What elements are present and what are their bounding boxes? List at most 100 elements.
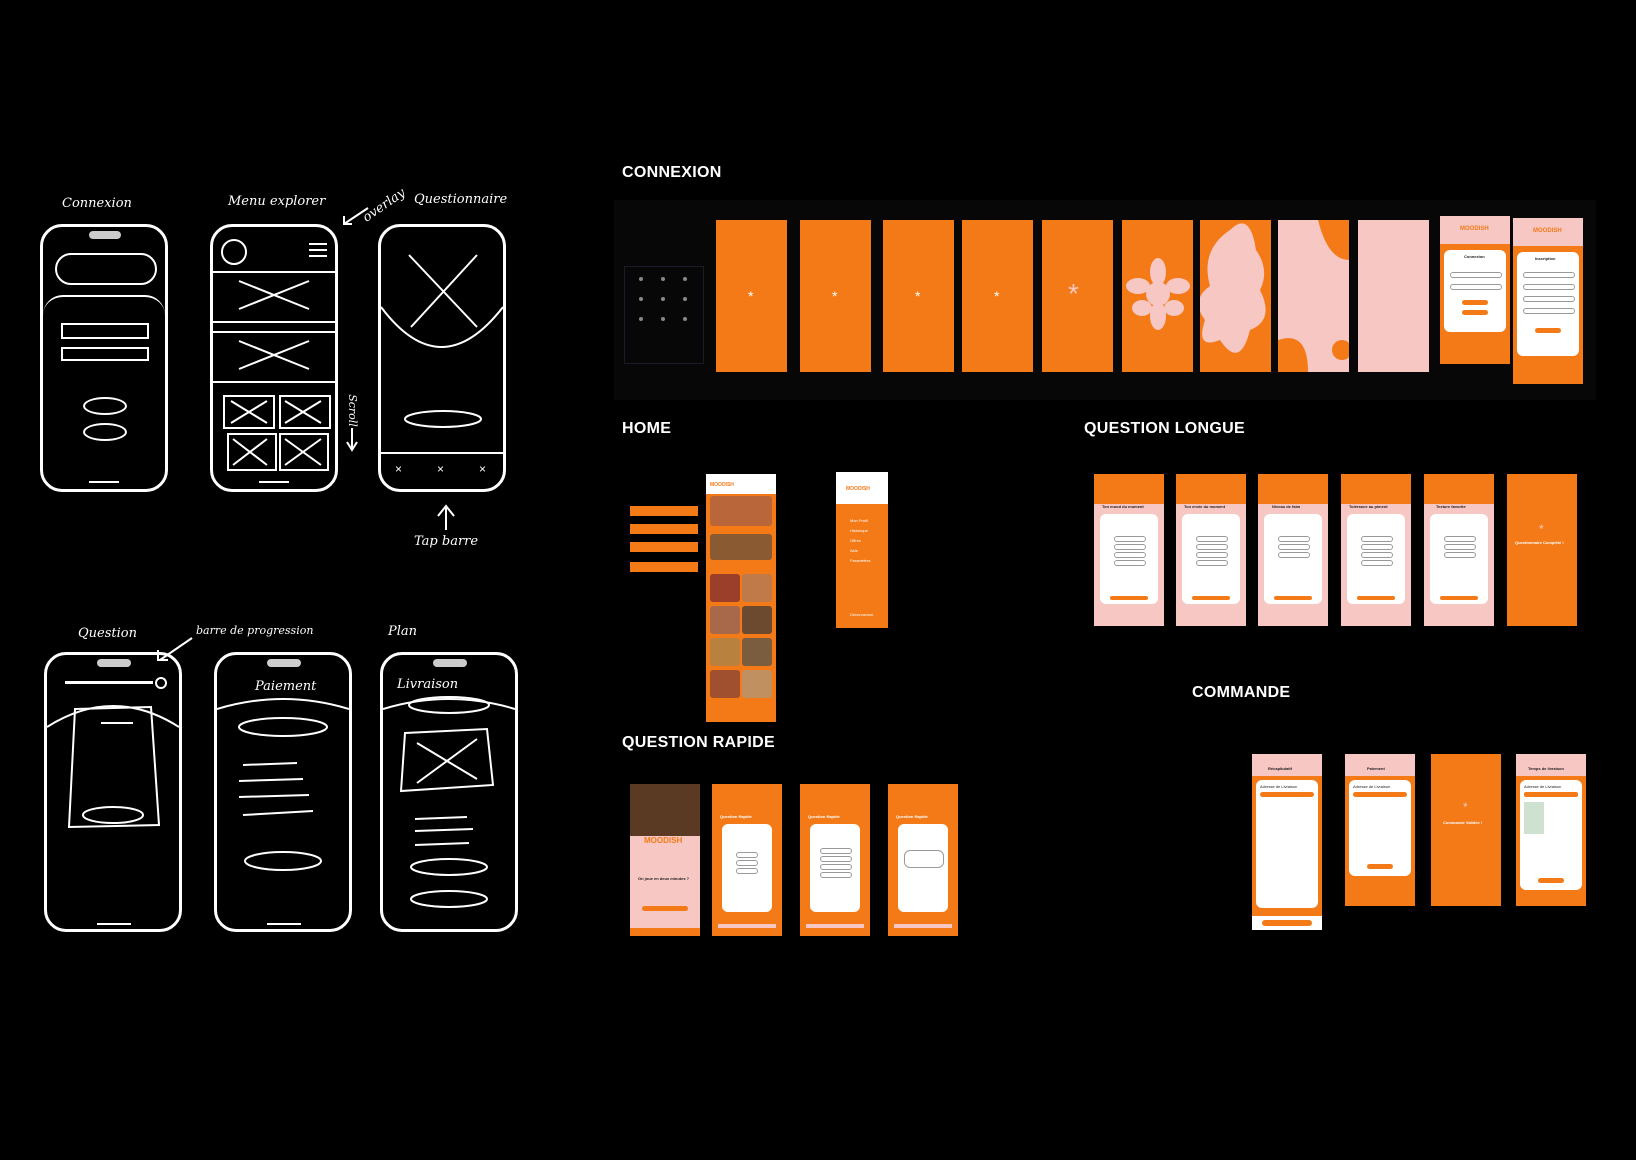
food-tile-4[interactable] <box>742 606 772 634</box>
ql-option[interactable] <box>1361 552 1393 558</box>
ql-option[interactable] <box>1444 536 1476 542</box>
qr-intro-title: On joue en deux minutes ? <box>638 876 690 881</box>
ql-title-2: Ton envie du moment <box>1184 504 1226 509</box>
qr-option[interactable] <box>736 852 758 858</box>
menu-item-historique[interactable]: Historique <box>850 528 869 533</box>
ql-option[interactable] <box>1278 536 1310 542</box>
signup-button[interactable] <box>1535 328 1561 333</box>
ql-option[interactable] <box>1278 544 1310 550</box>
ql-screen-1: Ton mood du moment <box>1094 474 1164 626</box>
ql-option[interactable] <box>1196 544 1228 550</box>
ql-option[interactable] <box>1196 552 1228 558</box>
qr-option[interactable] <box>820 872 852 878</box>
signup-phone-field[interactable] <box>1523 296 1575 302</box>
splash-screen-9 <box>1358 220 1429 372</box>
menu-item-aide[interactable]: Aide <box>850 548 859 553</box>
qr-title-1: Question Rapide <box>720 814 752 819</box>
sketch-label-menu-explorer: Menu explorer <box>228 194 326 209</box>
menu-item-profil[interactable]: Mon Profil <box>850 518 869 523</box>
signup-link-button[interactable] <box>1462 310 1488 315</box>
overlay-arrow-icon <box>343 207 369 225</box>
sketch-phone-question <box>44 652 182 932</box>
paiement-screen: Paiement Adresse de Livraison <box>1345 754 1415 906</box>
qr-text-input[interactable] <box>904 850 944 868</box>
ql-option[interactable] <box>1114 544 1146 550</box>
paiement-address-label: Adresse de Livraison <box>1353 784 1391 789</box>
ql-next-button[interactable] <box>1110 596 1148 600</box>
sketch-label-plan: Plan <box>388 624 418 639</box>
ql-option[interactable] <box>1444 552 1476 558</box>
food-tile-3[interactable] <box>710 606 740 634</box>
qr-option[interactable] <box>736 868 758 874</box>
ql-next-button[interactable] <box>1440 596 1478 600</box>
qr-title-2: Question Rapide <box>808 814 840 819</box>
qr-start-button[interactable] <box>642 906 688 911</box>
ql-next-button[interactable] <box>1357 596 1395 600</box>
menu-logout[interactable]: Déconnexion <box>850 612 874 617</box>
food-tile-7[interactable] <box>710 670 740 698</box>
menu-item-offres[interactable]: Offres <box>850 538 861 543</box>
ql-option[interactable] <box>1196 536 1228 542</box>
ql-next-button[interactable] <box>1192 596 1230 600</box>
login-button[interactable] <box>1462 300 1488 305</box>
food-banner-1[interactable] <box>710 496 772 526</box>
food-banner-2[interactable] <box>710 534 772 560</box>
paiement-address-button[interactable] <box>1353 792 1407 797</box>
splash-screen-2: * <box>800 220 871 372</box>
food-tile-2[interactable] <box>742 574 772 602</box>
ql-option[interactable] <box>1114 552 1146 558</box>
qr-option[interactable] <box>820 864 852 870</box>
ql-option[interactable] <box>1444 544 1476 550</box>
ql-next-button[interactable] <box>1274 596 1312 600</box>
food-tile-5[interactable] <box>710 638 740 666</box>
section-title-connexion: CONNEXION <box>622 164 722 181</box>
scroll-arrow-icon <box>346 428 358 452</box>
sketch-phone-connexion <box>40 224 168 492</box>
ql-option[interactable] <box>1196 560 1228 566</box>
ql-screen-4: Tolérance au piment <box>1341 474 1411 626</box>
ql-title-5: Texture favorite <box>1436 504 1466 509</box>
ql-option[interactable] <box>1114 536 1146 542</box>
home-tab-bar[interactable] <box>706 714 776 722</box>
signup-email-field[interactable] <box>1523 284 1575 290</box>
qr-tab-bar[interactable] <box>630 928 700 936</box>
login-password-field[interactable] <box>1450 284 1502 290</box>
recap-order-button[interactable] <box>1262 920 1312 926</box>
qr-option[interactable] <box>736 860 758 866</box>
qr-option[interactable] <box>820 848 852 854</box>
ql-screen-3: Niveau de faim <box>1258 474 1328 626</box>
home-side-menu: MOODISH Mon Profil Historique Offres Aid… <box>836 472 888 628</box>
ql-option[interactable] <box>1361 560 1393 566</box>
ql-complete-title: Questionnaire Complété ! <box>1515 540 1564 545</box>
food-tile-1[interactable] <box>710 574 740 602</box>
signup-screen: MOODISH Inscription <box>1513 218 1583 384</box>
svg-text:×: × <box>395 462 402 476</box>
section-title-question-longue: QUESTION LONGUE <box>1084 420 1245 437</box>
menu-item-parametres[interactable]: Paramètres <box>850 558 871 563</box>
ql-option[interactable] <box>1361 536 1393 542</box>
qr-option[interactable] <box>820 856 852 862</box>
recap-screen: Récapitulatif Adresse de Livraison <box>1252 754 1322 930</box>
food-tile-8[interactable] <box>742 670 772 698</box>
ql-screen-2: Ton envie du moment <box>1176 474 1246 626</box>
qr-title-3: Question Rapide <box>896 814 928 819</box>
splash-screen-8 <box>1278 220 1349 372</box>
signup-name-field[interactable] <box>1523 272 1575 278</box>
livraison-track-button[interactable] <box>1538 878 1564 883</box>
login-email-field[interactable] <box>1450 272 1502 278</box>
ql-title-1: Ton mood du moment <box>1102 504 1144 509</box>
paiement-pay-button[interactable] <box>1367 864 1393 869</box>
signup-password-field[interactable] <box>1523 308 1575 314</box>
ql-option[interactable] <box>1361 544 1393 550</box>
tab-bar-variant-4 <box>630 562 698 572</box>
ql-option[interactable] <box>1114 560 1146 566</box>
section-title-question-rapide: QUESTION RAPIDE <box>622 734 775 751</box>
recap-address-button[interactable] <box>1260 792 1314 797</box>
food-tile-6[interactable] <box>742 638 772 666</box>
progress-arrow-icon <box>157 637 193 661</box>
ql-title-4: Tolérance au piment <box>1349 504 1388 509</box>
recap-address-label: Adresse de Livraison <box>1260 784 1298 789</box>
map-thumbnail[interactable] <box>1524 802 1544 834</box>
svg-text:×: × <box>479 462 486 476</box>
ql-option[interactable] <box>1278 552 1310 558</box>
